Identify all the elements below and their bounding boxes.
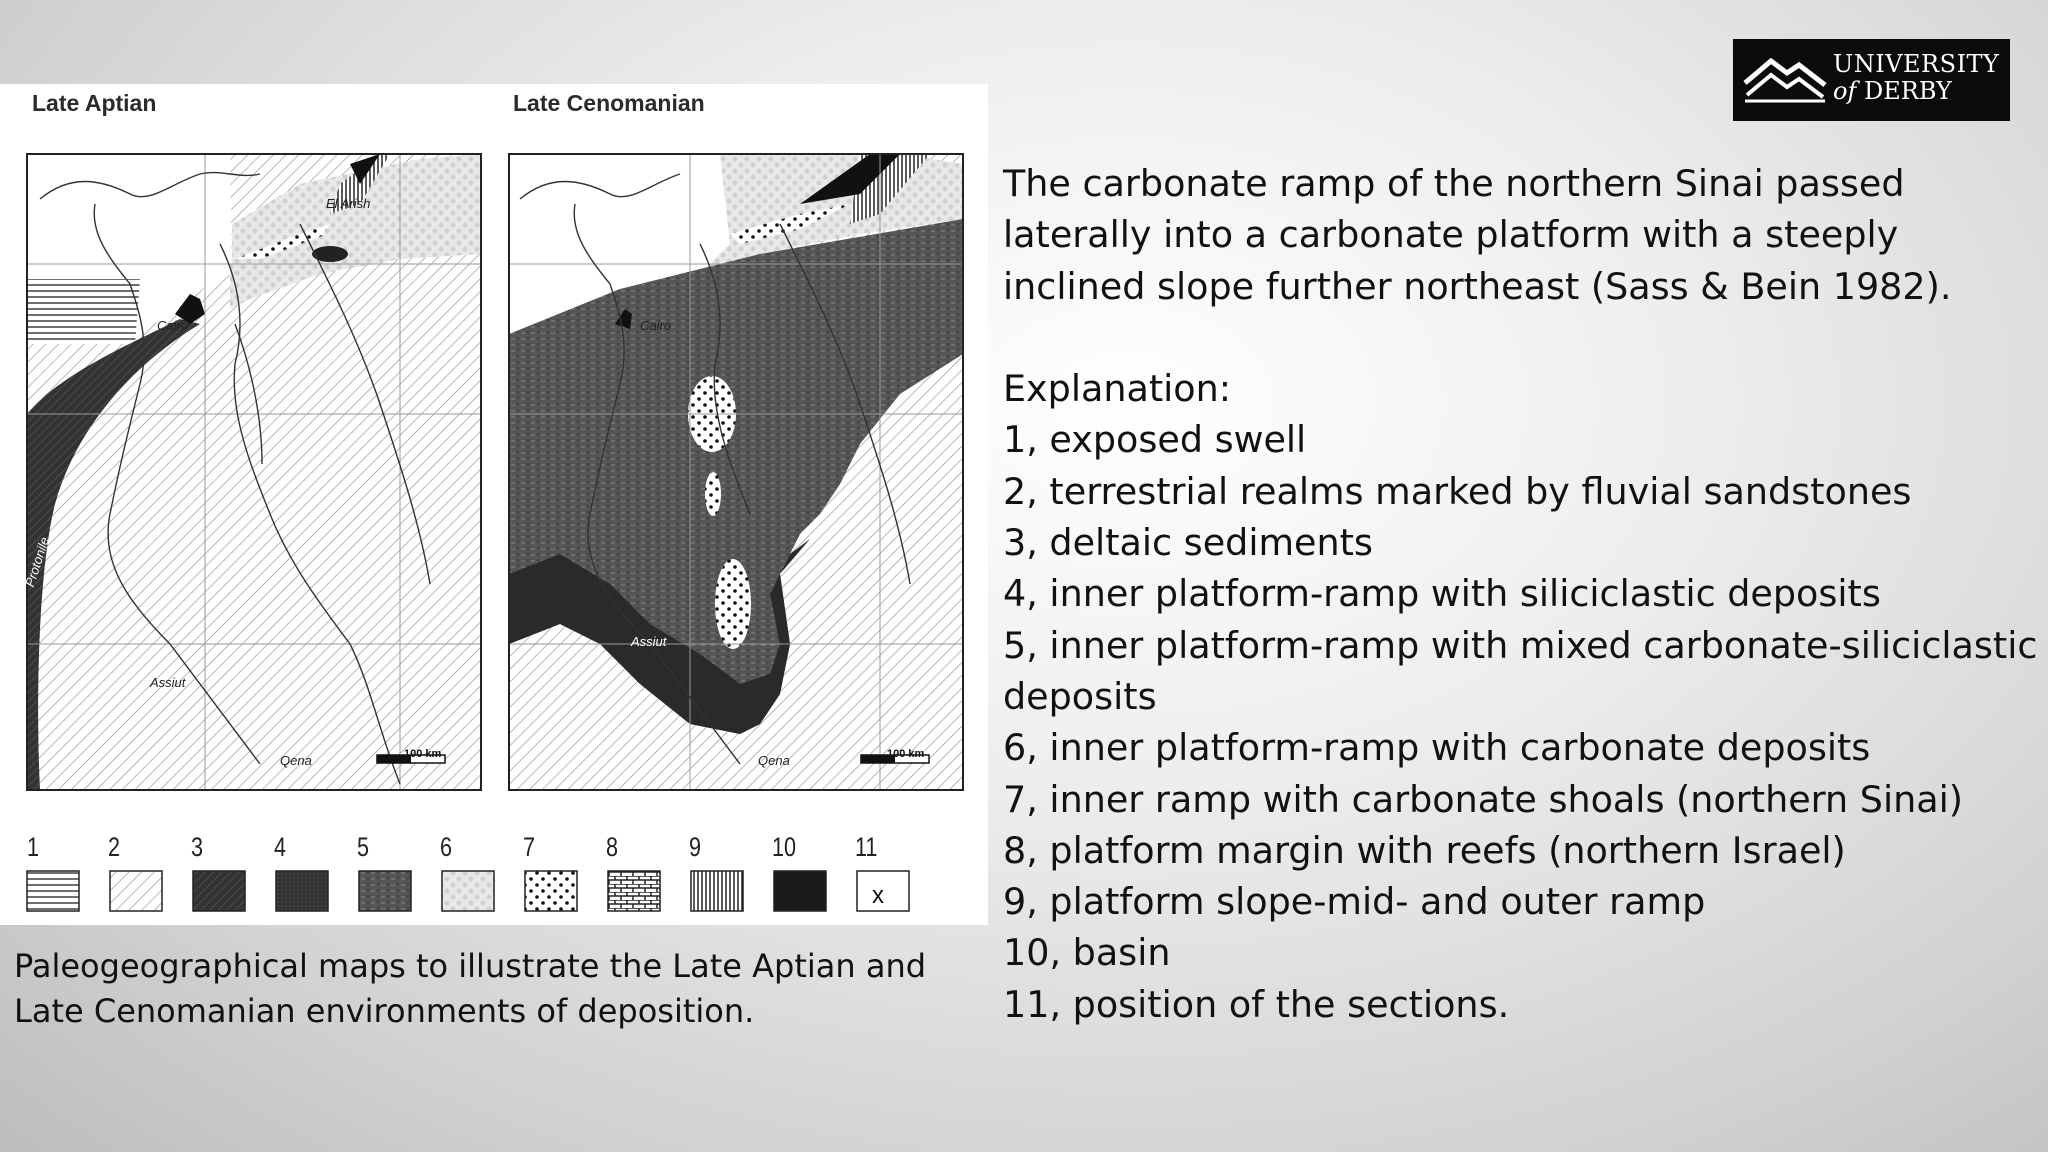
mountain-logo-icon	[1743, 57, 1827, 103]
legend-boxes	[26, 870, 910, 912]
explanation-item-2: 2, terrestrial realms marked by fluvial …	[1003, 469, 1912, 513]
legend-number-11: 11	[855, 832, 878, 862]
intro-paragraph: The carbonate ramp of the northern Sinai…	[1003, 162, 1952, 308]
explanation-item-4: 4, inner platform-ramp with siliciclasti…	[1003, 572, 1881, 616]
legend-number-5: 5	[357, 832, 370, 862]
legend-swatch-9	[690, 870, 744, 912]
label-qena-right: Qena	[758, 753, 790, 768]
label-cairo-left: Cairo	[157, 318, 189, 333]
legend-number-6: 6	[440, 832, 453, 862]
label-assiut-right: Assiut	[631, 634, 667, 649]
explanation-item-11: 11, position of the sections.	[1003, 982, 1510, 1026]
university-logo: UNIVERSITY of DERBY	[1733, 39, 2010, 121]
explanation-text-block: The carbonate ramp of the northern Sinai…	[1003, 158, 2043, 1030]
label-qena-left: Qena	[280, 753, 312, 768]
legend-swatch-7	[524, 870, 578, 912]
map-late-cenomanian	[509, 154, 963, 790]
legend-swatch-4	[275, 870, 329, 912]
explanation-heading: Explanation:	[1003, 367, 1232, 411]
legend-swatch-2	[109, 870, 163, 912]
paleogeographic-figure: Late Aptian Late Cenomanian Cairo El Ari…	[0, 84, 988, 925]
figure-caption: Paleogeographical maps to illustrate the…	[14, 947, 927, 1030]
map-left-frame	[26, 153, 482, 791]
legend-number-4: 4	[274, 832, 287, 862]
label-cairo-right: Cairo	[640, 318, 672, 333]
explanation-item-1: 1, exposed swell	[1003, 418, 1307, 462]
logo-line-of-derby: of DERBY	[1833, 77, 1952, 105]
legend-swatch-3	[192, 870, 246, 912]
legend-swatch-8	[607, 870, 661, 912]
explanation-item-7: 7, inner ramp with carbonate shoals (nor…	[1003, 777, 1963, 821]
label-el-arish: El Arish	[326, 196, 371, 211]
logo-of: of	[1833, 77, 1857, 105]
explanation-item-10: 10, basin	[1003, 931, 1171, 975]
explanation-item-5: 5, inner platform-ramp with mixed carbon…	[1003, 623, 2038, 718]
map-right-frame	[508, 153, 964, 791]
legend-number-9: 9	[689, 832, 702, 862]
explanation-item-3: 3, deltaic sediments	[1003, 521, 1373, 565]
explanation-item-8: 8, platform margin with reefs (northern …	[1003, 828, 1846, 872]
explanation-item-9: 9, platform slope-mid- and outer ramp	[1003, 880, 1706, 924]
legend-swatch-5	[358, 870, 412, 912]
explanation-item-6: 6, inner platform-ramp with carbonate de…	[1003, 726, 1871, 770]
scale-right: 100 km	[887, 748, 925, 760]
label-assiut-left: Assiut	[150, 675, 186, 690]
legend-section-x-symbol: x	[872, 882, 884, 909]
logo-derby: DERBY	[1863, 77, 1952, 105]
maps-and-legend-graphic	[26, 153, 964, 912]
legend-number-3: 3	[191, 832, 204, 862]
legend-number-7: 7	[523, 832, 536, 862]
legend-swatch-11	[856, 870, 910, 912]
logo-line-university: UNIVERSITY	[1833, 50, 2000, 78]
legend-number-10: 10	[772, 832, 797, 862]
map-right-title: Late Cenomanian	[513, 90, 705, 116]
legend-number-2: 2	[108, 832, 121, 862]
scale-left: 100 km	[404, 748, 442, 760]
legend-swatch-10	[773, 870, 827, 912]
legend-swatch-1	[26, 870, 80, 912]
map-left-title: Late Aptian	[32, 90, 157, 116]
legend-number-1: 1	[27, 832, 40, 862]
map-late-aptian	[27, 154, 481, 790]
legend-number-8: 8	[606, 832, 619, 862]
legend-swatch-6	[441, 870, 495, 912]
